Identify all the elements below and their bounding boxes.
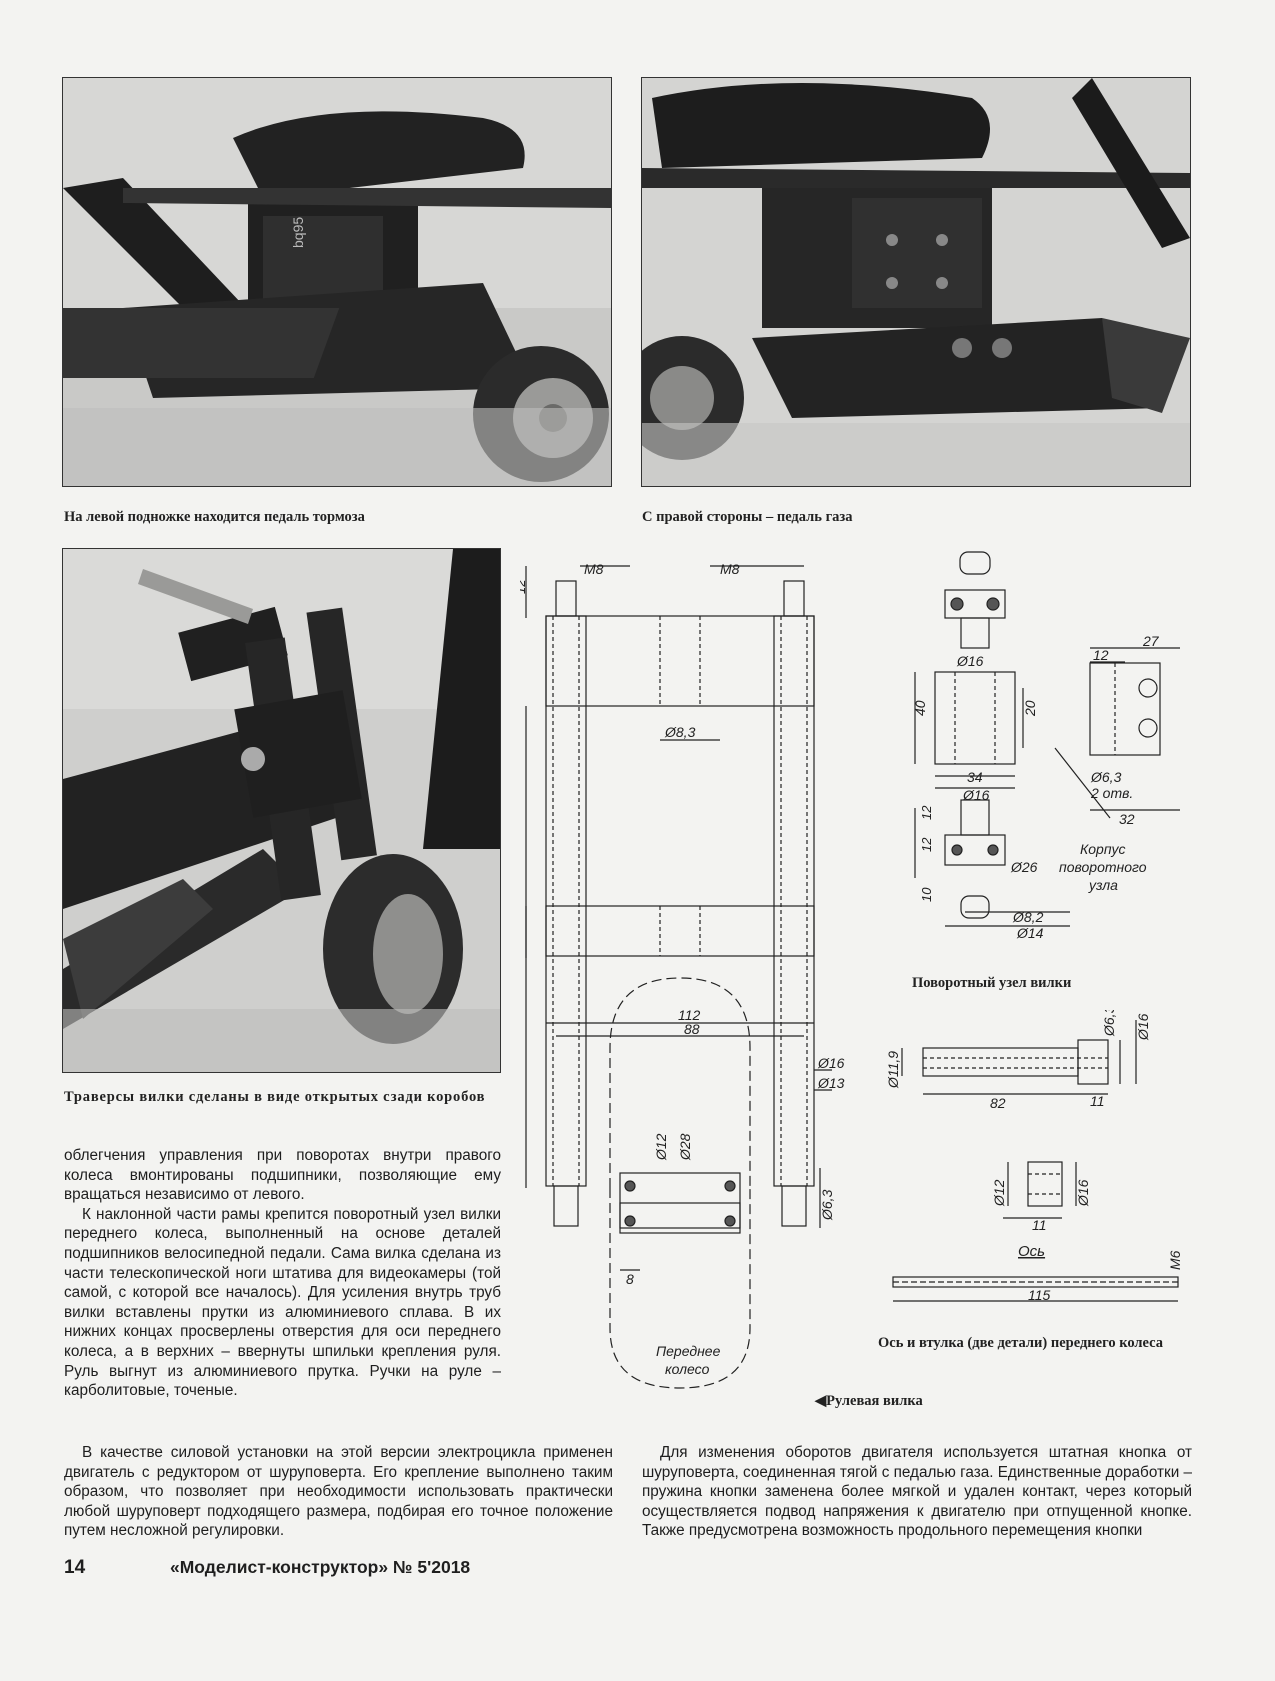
hub-dim-12b: 12 bbox=[919, 837, 934, 852]
axle-dim-d63: Ø6,3 bbox=[1101, 1010, 1117, 1037]
fork-dim-d63: Ø6,3 bbox=[819, 1189, 835, 1221]
fork-wheel-label-1: Переднее bbox=[656, 1343, 721, 1359]
caption-fork-drawing: ◀Рулевая вилка bbox=[815, 1393, 923, 1409]
photo-right-side bbox=[641, 77, 1191, 487]
photo-fork-traverses-image bbox=[63, 549, 500, 1072]
magazine-footer: «Моделист-конструктор» № 5'2018 bbox=[170, 1557, 471, 1577]
right-paragraph-1: Для изменения оборотов двигателя использ… bbox=[642, 1444, 1192, 1540]
right-column-text: Для изменения оборотов двигателя использ… bbox=[642, 1443, 1192, 1541]
hub-dim-20: 20 bbox=[1022, 700, 1038, 717]
fork-dim-d83: Ø8,3 bbox=[664, 724, 696, 740]
caption-photo-right-side: С правой стороны – педаль газа bbox=[642, 509, 853, 525]
caption-photo-left-footboard: На левой подножке находится педаль тормо… bbox=[64, 509, 365, 525]
hub-dim-d82: Ø8,2 bbox=[1012, 909, 1044, 925]
photo-fork-traverses bbox=[62, 548, 501, 1073]
hub-dim-holes: 2 отв. bbox=[1090, 785, 1133, 801]
hub-dim-27: 27 bbox=[1142, 633, 1160, 649]
fork-dim-m8-left: M8 bbox=[584, 561, 604, 577]
axle-dim-d12: Ø12 bbox=[991, 1179, 1007, 1207]
left-paragraph-1: облегчения управления при поворотах внут… bbox=[64, 1147, 501, 1204]
battery-label: bq95 bbox=[290, 217, 306, 248]
fork-dim-12a: 12 bbox=[520, 579, 528, 594]
axle-dim-11b: 11 bbox=[1032, 1217, 1047, 1233]
fork-dim-d28: Ø28 bbox=[677, 1133, 693, 1161]
left-column-text: облегчения управления при поворотах внут… bbox=[64, 1146, 501, 1401]
left-paragraph-2: К наклонной части рамы крепится поворотн… bbox=[64, 1205, 501, 1400]
fork-wheel-label-2: колесо bbox=[665, 1361, 710, 1377]
hub-dim-d63: Ø6,3 bbox=[1090, 769, 1122, 785]
axle-dim-115: 115 bbox=[1028, 1287, 1051, 1303]
hub-dim-32: 32 bbox=[1119, 811, 1135, 827]
hub-dim-34: 34 bbox=[967, 769, 983, 785]
hub-dim-12c: 12 bbox=[1093, 647, 1109, 663]
fork-dim-21: 21 bbox=[520, 1212, 523, 1229]
photo-left-footboard-image: bq95 bbox=[63, 78, 611, 486]
photo-left-footboard: bq95 bbox=[62, 77, 612, 487]
hub-dim-10: 10 bbox=[919, 887, 934, 902]
axle-dim-11a: 11 bbox=[1090, 1093, 1105, 1109]
caption-axle-drawing: Ось и втулка (две детали) переднего коле… bbox=[878, 1335, 1164, 1351]
hub-dim-d16a: Ø16 bbox=[956, 653, 984, 669]
left-paragraph-3: В качестве силовой установки на этой вер… bbox=[64, 1444, 613, 1540]
hub-dim-d14: Ø14 bbox=[1016, 925, 1044, 941]
axle-axis-label: Ось bbox=[1018, 1243, 1045, 1260]
fork-dim-m8-right: M8 bbox=[720, 561, 740, 577]
fork-dim-d16: Ø16 bbox=[817, 1055, 845, 1071]
left-column-text-wide: В качестве силовой установки на этой вер… bbox=[64, 1443, 613, 1541]
hub-housing-label-1: Корпус bbox=[1080, 841, 1126, 857]
fork-dim-12b: 12 bbox=[520, 615, 521, 630]
photo-right-side-image bbox=[642, 78, 1190, 486]
fork-dim-8: 8 bbox=[626, 1271, 634, 1287]
hub-dim-d26: Ø26 bbox=[1010, 859, 1038, 875]
axle-dim-d16a: Ø16 bbox=[1135, 1013, 1151, 1041]
axle-dim-d119: Ø11,9 bbox=[888, 1051, 901, 1089]
axle-dim-82: 82 bbox=[990, 1095, 1006, 1111]
fork-dim-d12: Ø12 bbox=[653, 1133, 669, 1161]
axle-drawing: Ø6,3 Ø16 Ø11,9 82 11 Ø12 Ø16 11 Ось M6 1… bbox=[888, 1010, 1183, 1303]
axle-dim-d16b: Ø16 bbox=[1075, 1179, 1091, 1207]
axle-dim-m6: M6 bbox=[1167, 1250, 1183, 1270]
fork-drawing-lines bbox=[525, 565, 832, 1389]
axle-drawing-lines bbox=[892, 1020, 1179, 1302]
page-number: 14 bbox=[64, 1557, 86, 1578]
fork-dim-88: 88 bbox=[684, 1021, 700, 1037]
hub-housing-label-2: поворотного bbox=[1059, 859, 1147, 875]
hub-dim-40: 40 bbox=[912, 700, 928, 716]
hub-drawing-lines bbox=[914, 551, 1180, 927]
fork-drawing: M8 M8 12 12 Ø8,3 80 45 112 88 85 Ø16 Ø13… bbox=[520, 561, 845, 1389]
hub-dim-d16b: Ø16 bbox=[962, 787, 990, 803]
caption-photo-fork-traverses: Траверсы вилки сделаны в виде открытых с… bbox=[64, 1089, 486, 1105]
hub-drawing: Ø16 40 20 34 Ø16 12 12 Ø26 10 Ø8,2 Ø14 2… bbox=[912, 551, 1180, 941]
fork-dim-d13: Ø13 bbox=[817, 1075, 845, 1091]
hub-housing-label-3: узла bbox=[1088, 877, 1118, 893]
caption-hub-drawing: Поворотный узел вилки bbox=[912, 975, 1072, 991]
hub-dim-12a: 12 bbox=[919, 805, 934, 820]
fork-dim-112: 112 bbox=[678, 1007, 701, 1023]
